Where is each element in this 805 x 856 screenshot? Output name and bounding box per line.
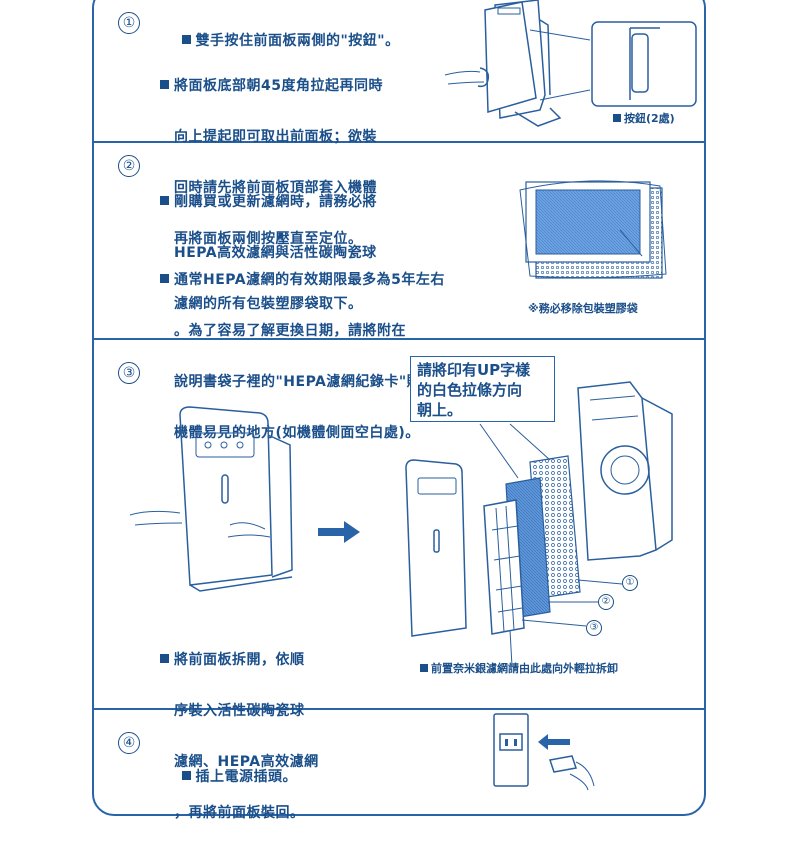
step-3-number: ③ — [118, 362, 140, 384]
filter-label-1: ① — [622, 575, 638, 591]
step-3-bullet-1: 將前面板拆開，依順 序裝入活性碳陶瓷球 濾網、HEPA高效濾網 ，再將前面板裝回… — [160, 618, 319, 856]
pre-filter — [484, 500, 524, 634]
step-4-number: ④ — [118, 732, 140, 754]
step-4-bullet-1: 插上電源插頭。 — [160, 752, 297, 803]
hepa-filter — [536, 190, 640, 254]
filter-label-2: ② — [598, 594, 614, 610]
hand-lines — [445, 71, 484, 84]
purifier-housing — [578, 382, 656, 560]
right-hand — [228, 523, 270, 537]
power-plug — [550, 756, 576, 772]
button-zoom-illustration — [590, 20, 700, 110]
bullet-square — [182, 771, 191, 780]
bullet-square — [160, 196, 169, 205]
bullet-square — [420, 664, 428, 672]
panel-removal-illustration — [440, 0, 590, 135]
left-hand — [130, 511, 182, 525]
step-1-number: ① — [118, 12, 140, 34]
right-arrow-icon — [318, 520, 360, 544]
side-button — [632, 34, 648, 92]
filter-bag-illustration — [520, 180, 670, 290]
purifier-front-illustration — [130, 405, 305, 595]
bullet-square — [613, 114, 621, 122]
pre-filter-caption: 前置奈米銀濾網請由此處向外輕拉拆卸 — [420, 660, 618, 676]
fan — [601, 446, 649, 494]
bullet-square — [182, 35, 191, 44]
step-2-number: ② — [118, 155, 140, 177]
button-caption: 按鈕(2處) — [613, 110, 675, 126]
bullet-square — [160, 654, 169, 663]
outlet-socket — [500, 734, 522, 750]
power-outlet-illustration — [490, 712, 610, 792]
up-tab-callout: 請將印有UP字樣 的白色拉條方向 朝上。 — [410, 356, 555, 422]
indicator-slot — [222, 475, 228, 503]
purifier-body — [180, 407, 272, 585]
filter-label-3: ③ — [586, 620, 602, 636]
bullet-square — [160, 80, 169, 89]
insert-arrow-icon — [538, 734, 570, 750]
plug-hand — [570, 762, 594, 790]
front-panel — [485, 2, 536, 112]
front-panel — [406, 460, 466, 636]
bullet-square — [160, 274, 169, 283]
remove-bag-caption: ※務必移除包裝塑膠袋 — [528, 300, 638, 316]
